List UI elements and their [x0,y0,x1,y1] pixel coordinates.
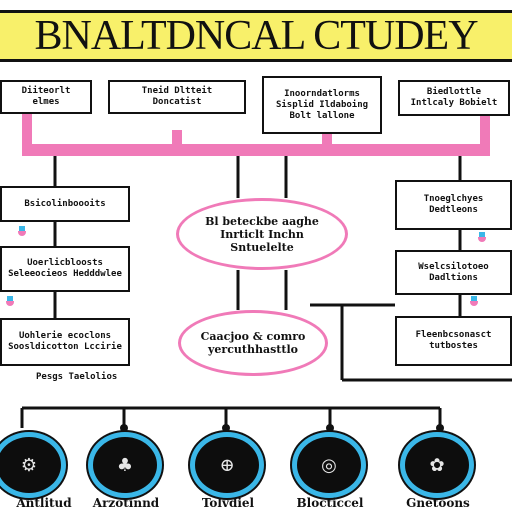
gauge-icon: ◎ [292,432,366,498]
pin-marker [470,296,478,306]
pin-marker [478,232,486,242]
pink-drop [480,112,490,152]
right-box: Tnoeglchyes Dedtleons [395,180,512,230]
left-caption: Pesgs Taelolios [36,372,118,382]
globe-icon: ⊕ [190,432,264,498]
circle-label: Antlitud [16,496,72,510]
circle-label: Gnetoons [406,496,470,510]
title-banner [0,10,512,62]
left-box: Uoerlicbloosts Seleeocieos Hedddwlee [0,246,130,292]
center-oval: Bl beteckbe aaghe Inrticlt Inchn Sntuele… [176,198,348,270]
top-box: Biedlottle Intlcaly Bobielt [398,80,510,116]
pink-bus [22,144,490,156]
circle-label: Blocticcel [296,496,364,510]
right-box: Fleenbcsonasct tutbostes [395,316,512,366]
right-box: Wselcsilotoeo Dadltions [395,250,512,295]
pin-marker [18,226,26,236]
stamp-icon: ✿ [400,432,474,498]
circle-label: Arzotinnd [92,496,160,510]
top-box: Diiteorlt elmes [0,80,92,114]
left-box: Bsicolinboooits [0,186,130,222]
pink-drop [172,130,182,152]
diagram-title: BNALTDNCAL CTUDEY [34,13,478,59]
top-box: Tneid Dltteit Doncatist [108,80,246,114]
left-box: Uohlerie ecoclons Soosldicotton Lccirie [0,318,130,366]
pink-drop [322,130,332,152]
pink-drop [22,112,32,152]
gear-icon: ⚙ [0,432,66,498]
tree-icon: ♣ [88,432,162,498]
circle-label: Tolvdiel [201,496,255,510]
top-box: Inoorndatlorms Sisplid Ildaboing Bolt la… [262,76,382,134]
pin-marker [6,296,14,306]
center-oval: Caacjoo & comro yercuthhasttlo [178,310,328,376]
